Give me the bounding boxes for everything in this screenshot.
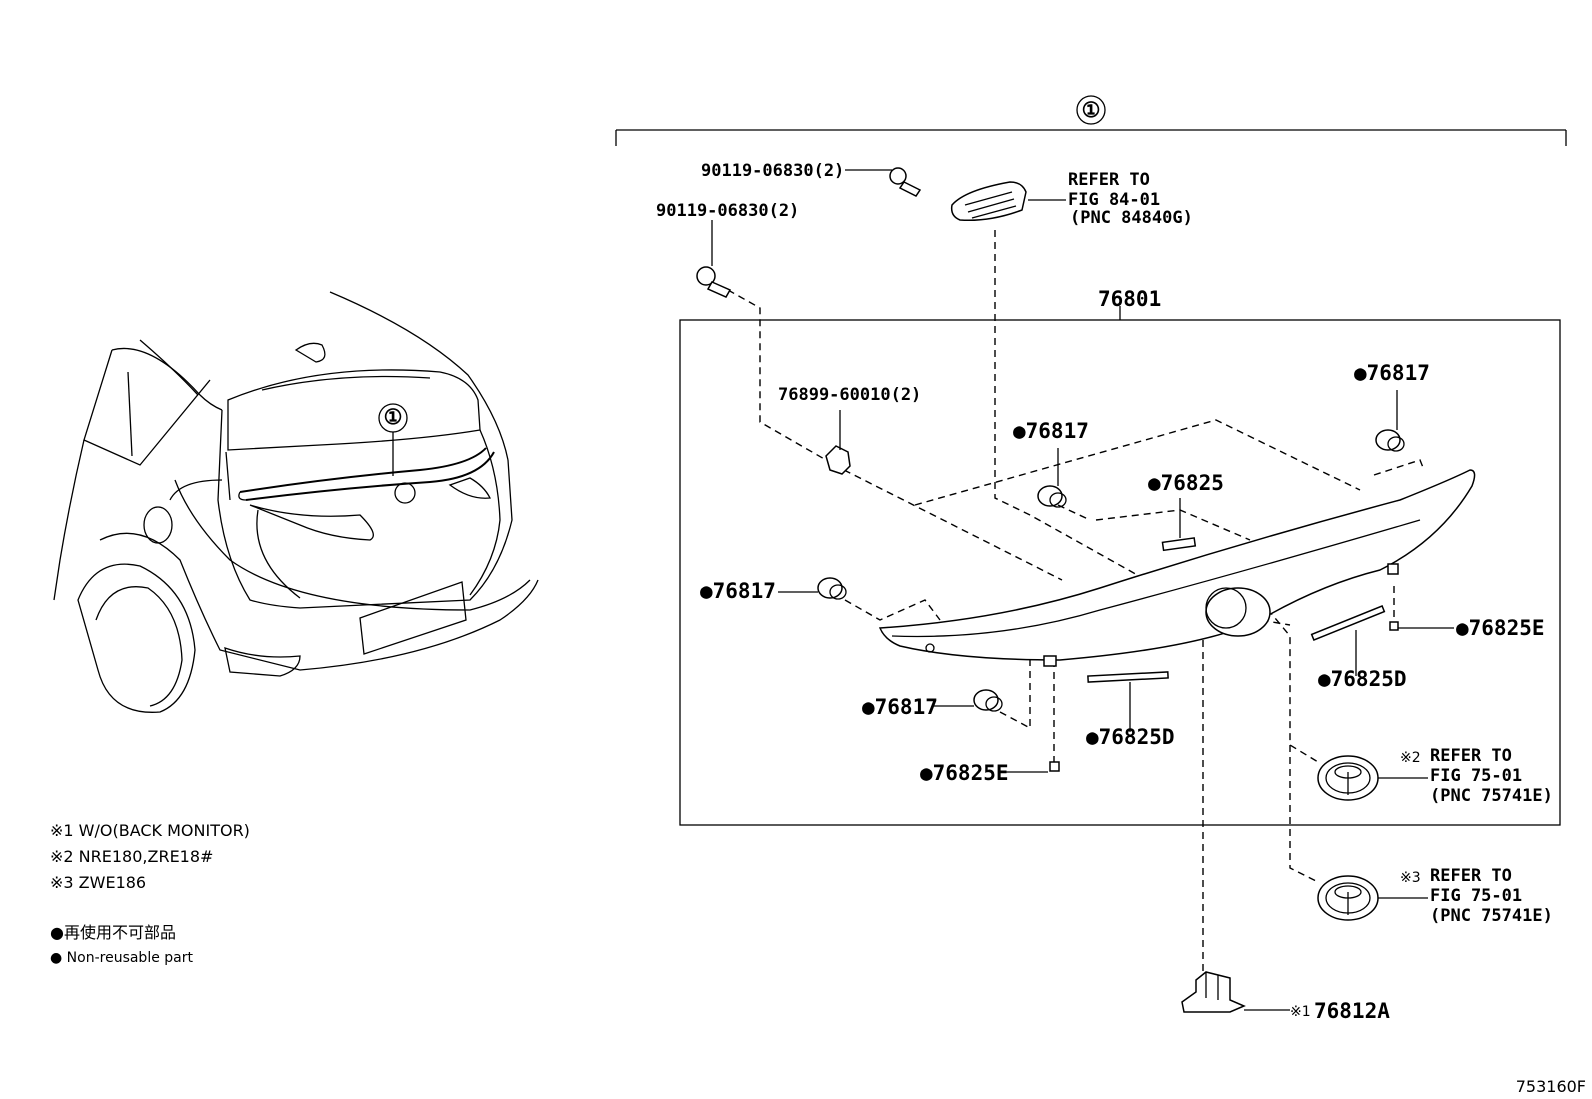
label-emblem3-2: FIG 75-01 xyxy=(1430,886,1522,906)
label-76817-top-right: ●76817 xyxy=(1354,361,1430,385)
label-refer-top-1: REFER TO xyxy=(1068,170,1150,190)
label-emblem2-mark: ※2 xyxy=(1400,750,1421,766)
label-refer-top-2: FIG 84-01 xyxy=(1068,190,1160,210)
car-callout-marker: ① xyxy=(384,405,403,429)
note-1: ※1 W/O(BACK MONITOR) xyxy=(50,821,250,840)
label-emblem3-mark: ※3 xyxy=(1400,870,1421,886)
bracket-76812a xyxy=(1181,971,1246,1013)
clip-76817-left xyxy=(817,577,847,600)
assembly-bracket xyxy=(615,95,1567,146)
tape-76825d-right xyxy=(1310,605,1386,641)
label-bracket-mark: ※1 xyxy=(1290,1004,1311,1020)
screw-left xyxy=(696,266,732,298)
label-76817-left: ●76817 xyxy=(700,579,776,603)
label-refer-top-3: (PNC 84840G) xyxy=(1070,208,1193,228)
label-76825e-right: ●76825E xyxy=(1456,616,1545,640)
label-bracket-part: 76812A xyxy=(1314,999,1390,1023)
car-illustration xyxy=(53,291,539,713)
back-door-garnish xyxy=(878,469,1476,667)
clip-76817-bottom xyxy=(973,689,1003,712)
label-leaders xyxy=(711,169,1454,1011)
label-emblem3-3: (PNC 75741E) xyxy=(1430,906,1553,926)
legend-jp: ●再使用不可部品 xyxy=(50,923,176,942)
label-main-part: 76801 xyxy=(1098,287,1161,311)
label-76825d-right: ●76825D xyxy=(1318,667,1407,691)
label-76825d-bottom: ●76825D xyxy=(1086,725,1175,749)
label-screw-left: 90119-06830(2) xyxy=(656,201,799,221)
legend-en: ● Non-reusable part xyxy=(50,950,193,966)
label-emblem2-3: (PNC 75741E) xyxy=(1430,786,1553,806)
screw-top xyxy=(889,167,922,197)
tape-76825d-bottom xyxy=(1087,671,1169,683)
note-2: ※2 NRE180,ZRE18# xyxy=(50,847,213,866)
label-screw-top: 90119-06830(2) xyxy=(701,161,844,181)
clip-76817-top-right xyxy=(1375,429,1405,452)
tape-76825e-bottom xyxy=(1049,761,1060,772)
tape-76825e-right xyxy=(1389,621,1399,631)
figure-code: 753160F xyxy=(1516,1077,1586,1096)
label-76825e-bottom: ●76825E xyxy=(920,761,1009,785)
label-76817-bottom: ●76817 xyxy=(862,695,938,719)
emblem-upper xyxy=(1317,755,1379,801)
high-mount-stop-lamp xyxy=(950,181,1027,222)
label-emblem3-1: REFER TO xyxy=(1430,866,1512,886)
label-76817-mid: ●76817 xyxy=(1013,419,1089,443)
label-emblem2-1: REFER TO xyxy=(1430,746,1512,766)
label-clip: 76899-60010(2) xyxy=(778,385,921,405)
label-emblem2-2: FIG 75-01 xyxy=(1430,766,1522,786)
clip-76817-mid xyxy=(1037,485,1067,508)
emblem-lower xyxy=(1317,875,1379,921)
assembly-marker: ① xyxy=(1082,98,1101,122)
note-3: ※3 ZWE186 xyxy=(50,873,146,892)
clip-76899 xyxy=(825,445,851,475)
label-76825: ●76825 xyxy=(1148,471,1224,495)
